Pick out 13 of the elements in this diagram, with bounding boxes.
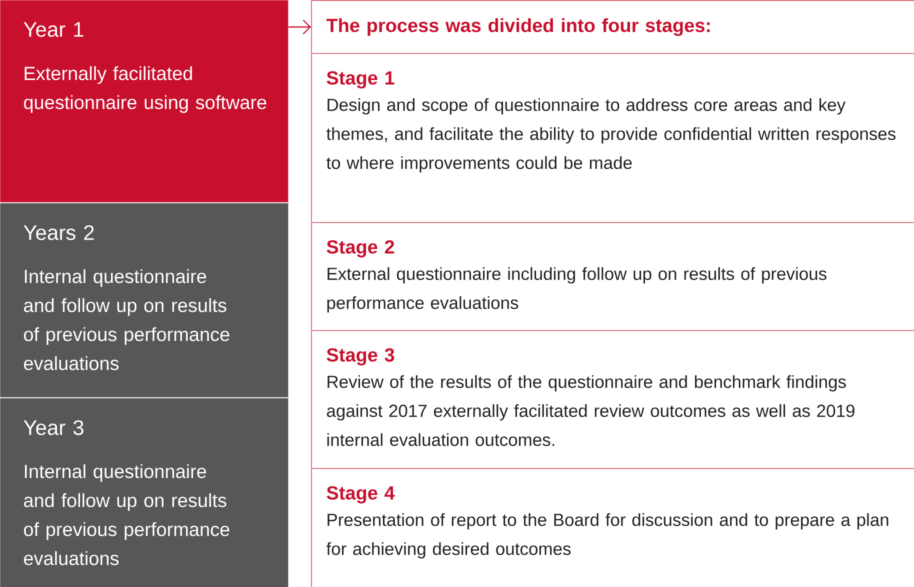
year-box: Year 1 Externally facilitated questionnaire using software (0, 0, 288, 202)
node-label: Internal questionnaire and follow up on results of previous performance evaluations (24, 464, 230, 566)
node-label: Year 3 (24, 420, 84, 436)
node-label: Internal questionnaire and follow up on results of previous performance evaluations (24, 269, 230, 370)
arrow (288, 20, 311, 34)
stage-cell: Stage 4 Presentation of report to the Board for discussion and to prepare a plan for achieving desired outcomes (311, 468, 914, 587)
stage-cell: Stage 1 Design and scope of questionnaire to address core areas and key themes, and facilitate the ability to provide confidential written responses to where improvements could be made (311, 53, 914, 223)
node-label: Years 2 (24, 225, 94, 240)
stage-cell: Stage 3 Review of the results of the questionnaire and benchmark findings against 2017 externally facilitated review outcomes as well as 2019 internal evaluation outcomes. (311, 330, 914, 469)
year-box: Year 3 Internal questionnaire and follow up on results of previous performance evaluations (0, 398, 288, 587)
table-header-cell: The process was divided into four stages: (311, 0, 914, 54)
stage-cell: Stage 2 External questionnaire including follow up on results of previous performance evaluations (311, 222, 914, 331)
year-box: Years 2 Internal questionnaire and follow up on results of previous performance evaluations (0, 203, 288, 398)
